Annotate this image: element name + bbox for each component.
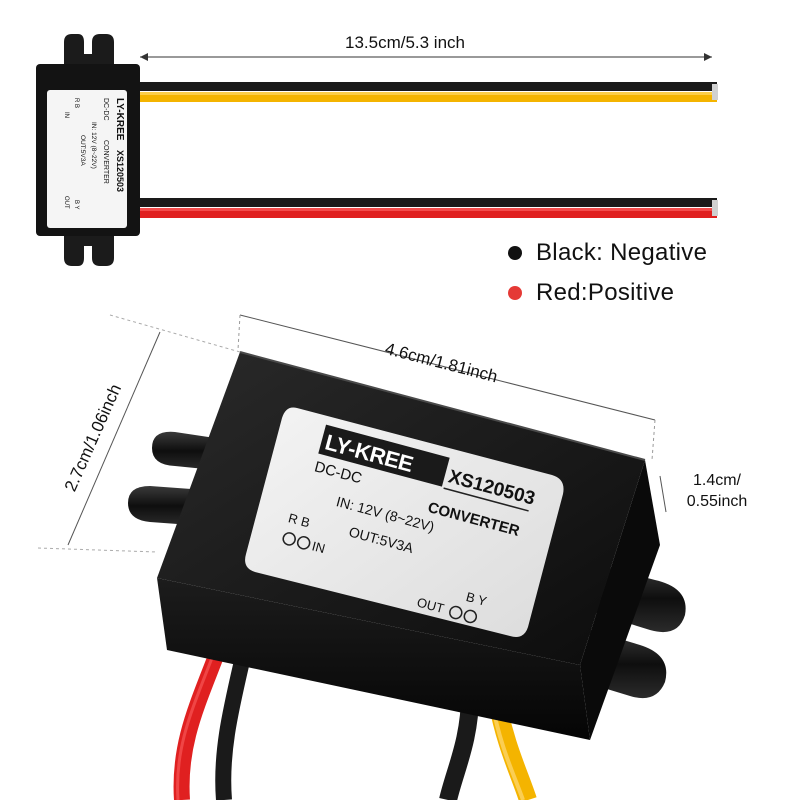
red-dot-icon (508, 286, 522, 300)
label-in-pins: R B (287, 510, 312, 530)
body-width-dimension (37, 314, 241, 553)
perspective-view-converter: LY-KREE XS120503 DC-DC CONVERTER IN: 12V… (37, 314, 748, 800)
product-label (245, 407, 564, 637)
input-wires (135, 198, 718, 218)
label-out-pins: B Y (464, 589, 488, 609)
legend-black-text: Black: Negative (536, 239, 708, 266)
small-label-out: OUT (63, 196, 69, 209)
body-height-label-inch: 0.55inch (687, 493, 748, 510)
top-view-converter: LY-KREE XS120503 DC-DC CONVERTER IN: 12V… (36, 33, 718, 266)
wire-length-dimension (140, 53, 712, 61)
small-label-brand: LY-KREE (114, 98, 125, 141)
body-height-dimension (659, 475, 667, 513)
label-in-text: IN (310, 538, 326, 556)
left-upper-tab (152, 431, 215, 470)
legend-black: Black: Negative (508, 239, 707, 267)
body-width-label: 2.7cm/1.06inch (61, 381, 125, 494)
small-label-output: OUT:5V3A (79, 135, 86, 166)
bottom-mount-tab (64, 234, 114, 266)
legend-red-text: Red:Positive (536, 279, 675, 306)
out-positive-icon (463, 609, 478, 624)
label-out-text: OUT (415, 594, 445, 616)
out-negative-icon (449, 605, 463, 620)
body-length-dimension (237, 314, 656, 461)
small-label-type1: DC-DC (102, 98, 109, 121)
small-label-type2: CONVERTER (102, 140, 109, 184)
small-label-input: IN: 12V (8~22V) (90, 122, 97, 169)
small-label-in: IN (63, 112, 69, 118)
housing-right-side (580, 460, 660, 740)
black-dot-icon (508, 246, 522, 260)
wire-length-label: 13.5cm/5.3 inch (345, 33, 465, 52)
in-positive-icon (282, 532, 296, 546)
top-mount-tab (64, 34, 114, 66)
small-label-out-pins: B Y (73, 200, 79, 210)
perspective-input-wires (173, 637, 253, 800)
housing-front-side (157, 578, 590, 740)
small-label-in-pins: R B (73, 98, 79, 108)
small-label-model: XS120503 (115, 150, 125, 192)
output-wires (135, 82, 718, 102)
legend-red: Red:Positive (508, 279, 674, 307)
body-height-label-cm: 1.4cm/ (693, 472, 742, 489)
body-length-label: 4.6cm/1.81inch (383, 339, 499, 386)
in-negative-icon (296, 536, 311, 550)
